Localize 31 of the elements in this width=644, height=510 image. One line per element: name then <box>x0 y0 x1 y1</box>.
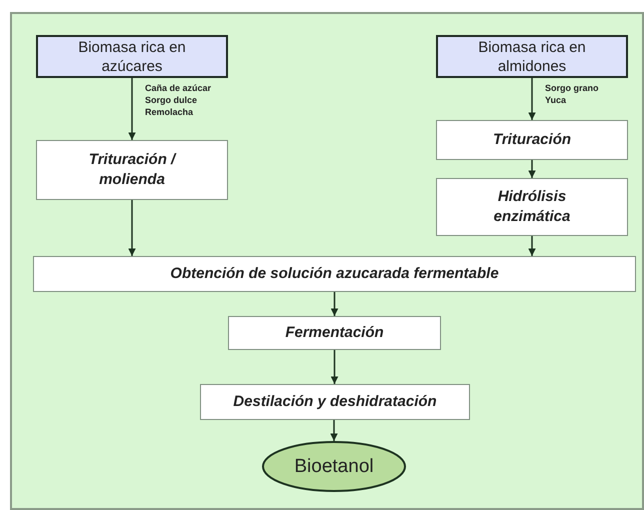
arrow <box>128 78 136 140</box>
input-box <box>36 35 228 78</box>
step-label: Bioetanol <box>294 456 374 478</box>
process-box <box>436 120 628 160</box>
step-label: Fermentación <box>285 323 384 343</box>
crop-label: Yuca <box>545 94 566 106</box>
step-label: Obtención de solución azucarada fermentable <box>170 264 499 284</box>
step-label: Biomasa rica en azúcares <box>77 38 187 76</box>
product-ellipse <box>262 441 406 492</box>
process-box <box>33 256 636 292</box>
arrow <box>528 160 536 178</box>
step-label: Destilación y deshidratación <box>233 392 437 412</box>
step-label: Trituración / molienda <box>88 150 178 190</box>
arrow <box>330 350 338 384</box>
process-box <box>436 178 628 236</box>
step-label: Trituración <box>492 130 572 150</box>
crop-label: Sorgo dulce <box>145 94 198 106</box>
arrow <box>330 292 338 316</box>
process-box <box>36 140 228 200</box>
arrow <box>128 200 136 256</box>
crop-label: Sorgo grano <box>545 82 598 94</box>
step-label: Hidrólisis enzimática <box>492 187 572 227</box>
step-label: Biomasa rica en almidones <box>477 38 587 76</box>
crop-label: Caña de azúcar <box>145 82 212 94</box>
crop-label: Remolacha <box>145 106 194 118</box>
process-box <box>200 384 470 420</box>
input-box <box>436 35 628 78</box>
arrow <box>330 420 338 441</box>
arrow <box>528 236 536 256</box>
arrow <box>528 78 536 120</box>
process-box <box>228 316 441 350</box>
